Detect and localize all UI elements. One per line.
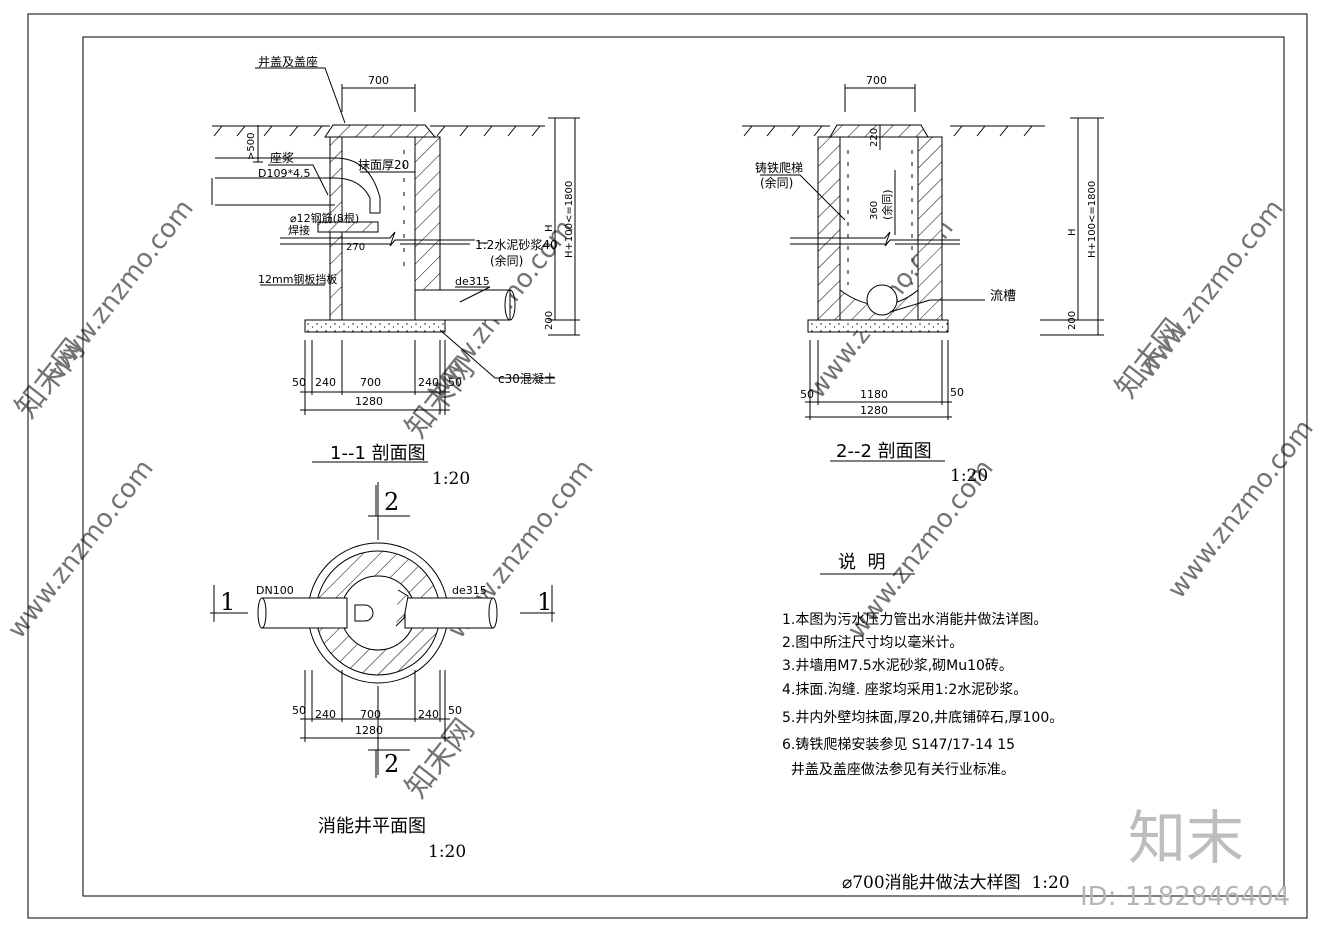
plan-view-labels: 2 1 1 DN100 de315 50 240 700 240 50 1280…: [220, 488, 552, 862]
concrete-label: c30混凝土: [498, 371, 556, 386]
mortar-label: 1:2水泥砂浆40: [475, 237, 558, 252]
watermark-site: www.znzmo.com: [1162, 414, 1320, 604]
note-item: 1.本图为污水压力管出水消能井做法详图。: [782, 612, 1047, 628]
dim-b1: 50: [292, 376, 306, 389]
dim-b5: 50: [448, 376, 462, 389]
dim-h: H: [544, 224, 555, 232]
dim-220: 220: [869, 128, 880, 147]
dim-b4: 240: [418, 376, 439, 389]
section-2-2-labels: 700 220 铸铁爬梯 (余同) 360 (余同) 流槽 H H+100<=1…: [755, 74, 1098, 486]
dim-h100: H+100<=1800: [564, 181, 575, 258]
watermark-site-cn: 知末网: [1109, 312, 1192, 404]
dim-b4: 240: [418, 708, 439, 721]
section-1-1: [211, 67, 580, 415]
note-item: 5.井内外壁均抹面,厚20,井底铺碎石,厚100。: [782, 710, 1063, 726]
dim-total: 1280: [355, 395, 383, 408]
dim-700-top: 700: [866, 74, 887, 87]
dim-700-top: 700: [368, 74, 389, 87]
dim-b3: 700: [360, 376, 381, 389]
channel-label: 流槽: [990, 289, 1016, 304]
ladder-same-label: (余同): [880, 189, 894, 220]
dim-h100: H+100<=1800: [1087, 181, 1098, 258]
same-label: (余同): [490, 253, 523, 268]
section2-title: 2--2 剖面图: [836, 441, 932, 462]
cover-label: 井盖及盖座: [258, 54, 318, 69]
watermark-site-cn: 知末网: [399, 712, 482, 804]
outer-frame: [27, 13, 1308, 919]
weld-label: 焊接: [288, 223, 310, 237]
dim-total: 1280: [355, 724, 383, 737]
ladder-label: 铸铁爬梯: [755, 160, 803, 175]
dim-b1: 50: [292, 704, 306, 717]
watermark-site: www.znzmo.com: [2, 454, 160, 644]
plan-title: 消能井平面图: [318, 816, 426, 837]
section-mark-1-right: 1: [537, 588, 552, 616]
plan-view: [210, 482, 555, 778]
section-mark-2-top: 2: [384, 488, 399, 516]
note-item: 3.井墙用M7.5水泥砂浆,砌Mu10砖。: [782, 658, 1013, 674]
dim-b3: 700: [360, 708, 381, 721]
dim-360: 360: [869, 201, 880, 220]
note-item: 2.图中所注尺寸均以毫米计。: [782, 634, 963, 651]
note-item: 6.铸铁爬梯安装参见 S147/17-14 15: [782, 736, 1015, 753]
dim-inner: 1180: [860, 388, 888, 401]
section1-scale: 1:20: [432, 469, 470, 489]
dim-b5: 50: [448, 704, 462, 717]
watermark-site-cn: 知末网: [9, 332, 92, 424]
dim-b2: 240: [315, 708, 336, 721]
same-label: (余同): [760, 175, 793, 190]
section-2-2: [742, 84, 1104, 420]
notes-block: 说 明 1.本图为污水压力管出水消能井做法详图。 2.图中所注尺寸均以毫米计。 …: [782, 552, 1063, 778]
watermark-id: ID: 1182846404: [1080, 882, 1290, 912]
section1-title: 1--1 剖面图: [330, 443, 426, 464]
section-mark-1-left: 1: [220, 588, 235, 616]
rebar-label: ⌀12钢筋(8根): [290, 211, 359, 225]
dim-h: H: [1067, 228, 1078, 236]
inlet-label: DN100: [256, 584, 294, 597]
plan-scale: 1:20: [428, 842, 466, 862]
dim-base: 200: [1067, 311, 1078, 330]
dim-base: 200: [544, 311, 555, 330]
dim-total: 1280: [860, 404, 888, 417]
note-item: 4.抹面.沟缝. 座浆均采用1:2水泥砂浆。: [782, 682, 1027, 698]
watermark-layer: www.znzmo.com www.znzmo.com www.znzmo.co…: [2, 194, 1320, 805]
dim-depth: >500: [246, 133, 257, 160]
dim-b2: 50: [950, 386, 964, 399]
inner-frame: [82, 36, 1285, 897]
note-item: 井盖及盖座做法参见有关行业标准。: [782, 761, 1015, 778]
watermark-brand: 知末: [1128, 804, 1244, 872]
plaster-label: 抹面厚20: [358, 158, 409, 172]
pipe-label: D109*4.5: [258, 167, 310, 180]
plate-label: 12mm钢板挡板: [258, 272, 337, 286]
dim-b2: 240: [315, 376, 336, 389]
dim-b1: 50: [800, 388, 814, 401]
section2-scale: 1:20: [950, 466, 988, 486]
notes-heading: 说 明: [838, 552, 885, 573]
outlet-label: de315: [455, 275, 490, 288]
dim-270: 270: [346, 242, 365, 253]
outlet-label: de315: [452, 584, 487, 597]
main-title: ⌀700消能井做法大样图 1:20: [842, 873, 1070, 893]
seat-label: 座浆: [270, 150, 294, 165]
section-1-1-labels: 井盖及盖座 700 >500 座浆 D109*4.5 抹面厚20 ⌀12钢筋(8…: [246, 54, 575, 489]
section-mark-2-bottom: 2: [384, 750, 399, 778]
